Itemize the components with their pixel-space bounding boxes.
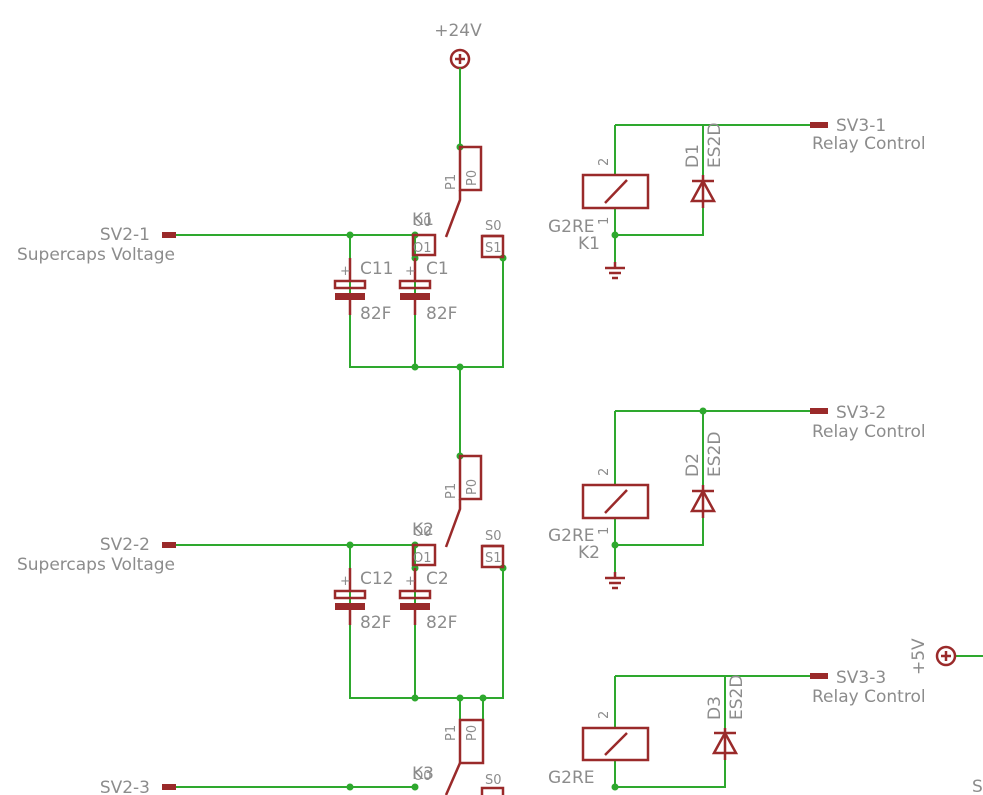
relay-ref: K2: [412, 520, 434, 540]
capacitor-c12: + C12 82F: [333, 568, 394, 633]
output-sv3-2: SV3-2 Relay Control: [810, 403, 926, 442]
diode-d3: D3 ES2D: [705, 675, 747, 760]
svg-text:+: +: [340, 574, 351, 589]
svg-text:P0: P0: [465, 170, 480, 186]
svg-text:D1: D1: [683, 144, 703, 168]
relay-ref: K1: [578, 234, 600, 254]
svg-text:+: +: [405, 264, 416, 279]
svg-text:82F: 82F: [360, 613, 391, 633]
input-sv2-3: SV2-3: [100, 778, 176, 795]
svg-text:ES2D: ES2D: [705, 432, 725, 477]
svg-text:S1: S1: [485, 241, 502, 256]
relay-k3-coil: 2 G2RE: [548, 711, 650, 788]
svg-text:C11: C11: [360, 259, 394, 279]
relay-ref: K1: [412, 210, 434, 230]
output-name: SV3-1: [836, 116, 886, 136]
svg-text:C1: C1: [426, 259, 449, 279]
diode-d1: D1 ES2D: [683, 123, 725, 208]
diode-d2: D2 ES2D: [683, 432, 725, 518]
svg-text:82F: 82F: [426, 304, 457, 324]
svg-text:O0: O0: [413, 525, 432, 540]
svg-text:P1: P1: [444, 725, 459, 741]
relay-value: G2RE: [548, 217, 595, 237]
svg-text:D2: D2: [683, 453, 703, 477]
output-desc: Relay Control: [812, 134, 926, 154]
svg-text:S0: S0: [485, 219, 502, 234]
svg-text:C2: C2: [426, 569, 449, 589]
svg-text:P0: P0: [465, 725, 480, 741]
output-desc: Relay Control: [812, 687, 926, 707]
svg-text:+: +: [340, 264, 351, 279]
relay-value: G2RE: [548, 526, 595, 546]
svg-text:P1: P1: [444, 174, 459, 190]
junctions: [346, 143, 707, 791]
input-desc: Supercaps Voltage: [17, 555, 175, 575]
svg-text:1: 1: [597, 217, 612, 225]
svg-text:82F: 82F: [360, 304, 391, 324]
output-sv3-3: SV3-3 Relay Control: [810, 668, 926, 707]
svg-text:2: 2: [597, 468, 612, 476]
input-name: SV2-3: [100, 778, 150, 795]
svg-text:2: 2: [597, 711, 612, 719]
svg-text:O0: O0: [413, 769, 432, 784]
supply-24v-label: +24V: [434, 21, 482, 41]
svg-text:2: 2: [597, 158, 612, 166]
svg-text:ES2D: ES2D: [727, 675, 747, 720]
supply-5v-label: +5V: [909, 638, 929, 675]
relay-ref: K2: [578, 543, 600, 563]
output-name: SV3-2: [836, 403, 886, 423]
output-name: SV3-3: [836, 668, 886, 688]
input-sv2-2: SV2-2 Supercaps Voltage: [17, 535, 176, 575]
ground-icon: [605, 572, 625, 590]
output-sv3-1: SV3-1 Relay Control: [810, 116, 926, 154]
supply-24v: +24V: [434, 21, 482, 70]
input-name: SV2-2: [100, 535, 150, 555]
supply-5v: +5V: [909, 638, 957, 675]
svg-text:C12: C12: [360, 569, 394, 589]
ground-icon: [605, 262, 625, 280]
svg-text:S0: S0: [485, 529, 502, 544]
output-desc: Relay Control: [812, 422, 926, 442]
svg-text:O0: O0: [413, 215, 432, 230]
edge-label: S: [972, 777, 983, 795]
input-desc: Supercaps Voltage: [17, 245, 175, 265]
svg-text:O1: O1: [413, 241, 432, 256]
svg-text:P0: P0: [465, 479, 480, 495]
svg-text:O1: O1: [413, 551, 432, 566]
capacitor-c11: + C11 82F: [333, 258, 394, 324]
capacitor-c1: + C1 82F: [398, 258, 457, 324]
relay-k1-coil: 2 1 G2RE K1: [548, 158, 650, 254]
svg-text:D3: D3: [705, 696, 725, 720]
relay-value: G2RE: [548, 768, 595, 788]
input-name: SV2-1: [100, 225, 150, 245]
relay-k2-coil: 2 1 G2RE K2: [548, 468, 650, 563]
capacitor-c2: + C2 82F: [398, 568, 457, 633]
input-sv2-1: SV2-1 Supercaps Voltage: [17, 225, 176, 265]
svg-text:ES2D: ES2D: [705, 123, 725, 168]
svg-text:1: 1: [597, 527, 612, 535]
supply-5v-icon: [935, 645, 957, 667]
svg-text:S0: S0: [485, 773, 502, 788]
relay-k3-contacts: P0 P1 O0 K3 S0: [412, 718, 505, 795]
relay-k2-contacts: P0 P1 O0 K2 O1 S0 S1: [411, 454, 505, 569]
relay-ref: K3: [412, 764, 434, 784]
svg-text:82F: 82F: [426, 613, 457, 633]
svg-text:P1: P1: [444, 483, 459, 499]
svg-text:S1: S1: [485, 551, 502, 566]
svg-text:+: +: [405, 574, 416, 589]
relay-k1-contacts: P0 P1 O0 K1 O1 S0 S1: [411, 145, 505, 259]
